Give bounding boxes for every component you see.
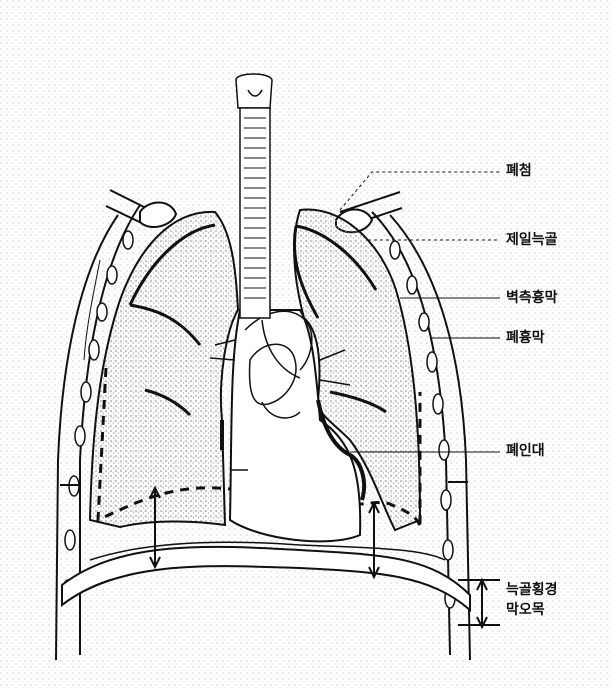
- label-first-rib: 제일늑골: [506, 231, 558, 249]
- label-costal-pleura: 벽측흉막: [506, 289, 558, 307]
- label-visceral-pleura: 폐흉막: [506, 329, 545, 347]
- label-pulmonary-ligament: 폐인대: [506, 442, 545, 460]
- label-costodiaphragmatic-recess-line1: 늑골횡경: [506, 580, 558, 600]
- label-costodiaphragmatic-recess-line2: 막오목: [506, 600, 558, 620]
- label-costodiaphragmatic-recess: 늑골횡경 막오목: [506, 580, 558, 620]
- label-pleural-cupula: 폐첨: [506, 162, 532, 180]
- trachea: [236, 74, 272, 318]
